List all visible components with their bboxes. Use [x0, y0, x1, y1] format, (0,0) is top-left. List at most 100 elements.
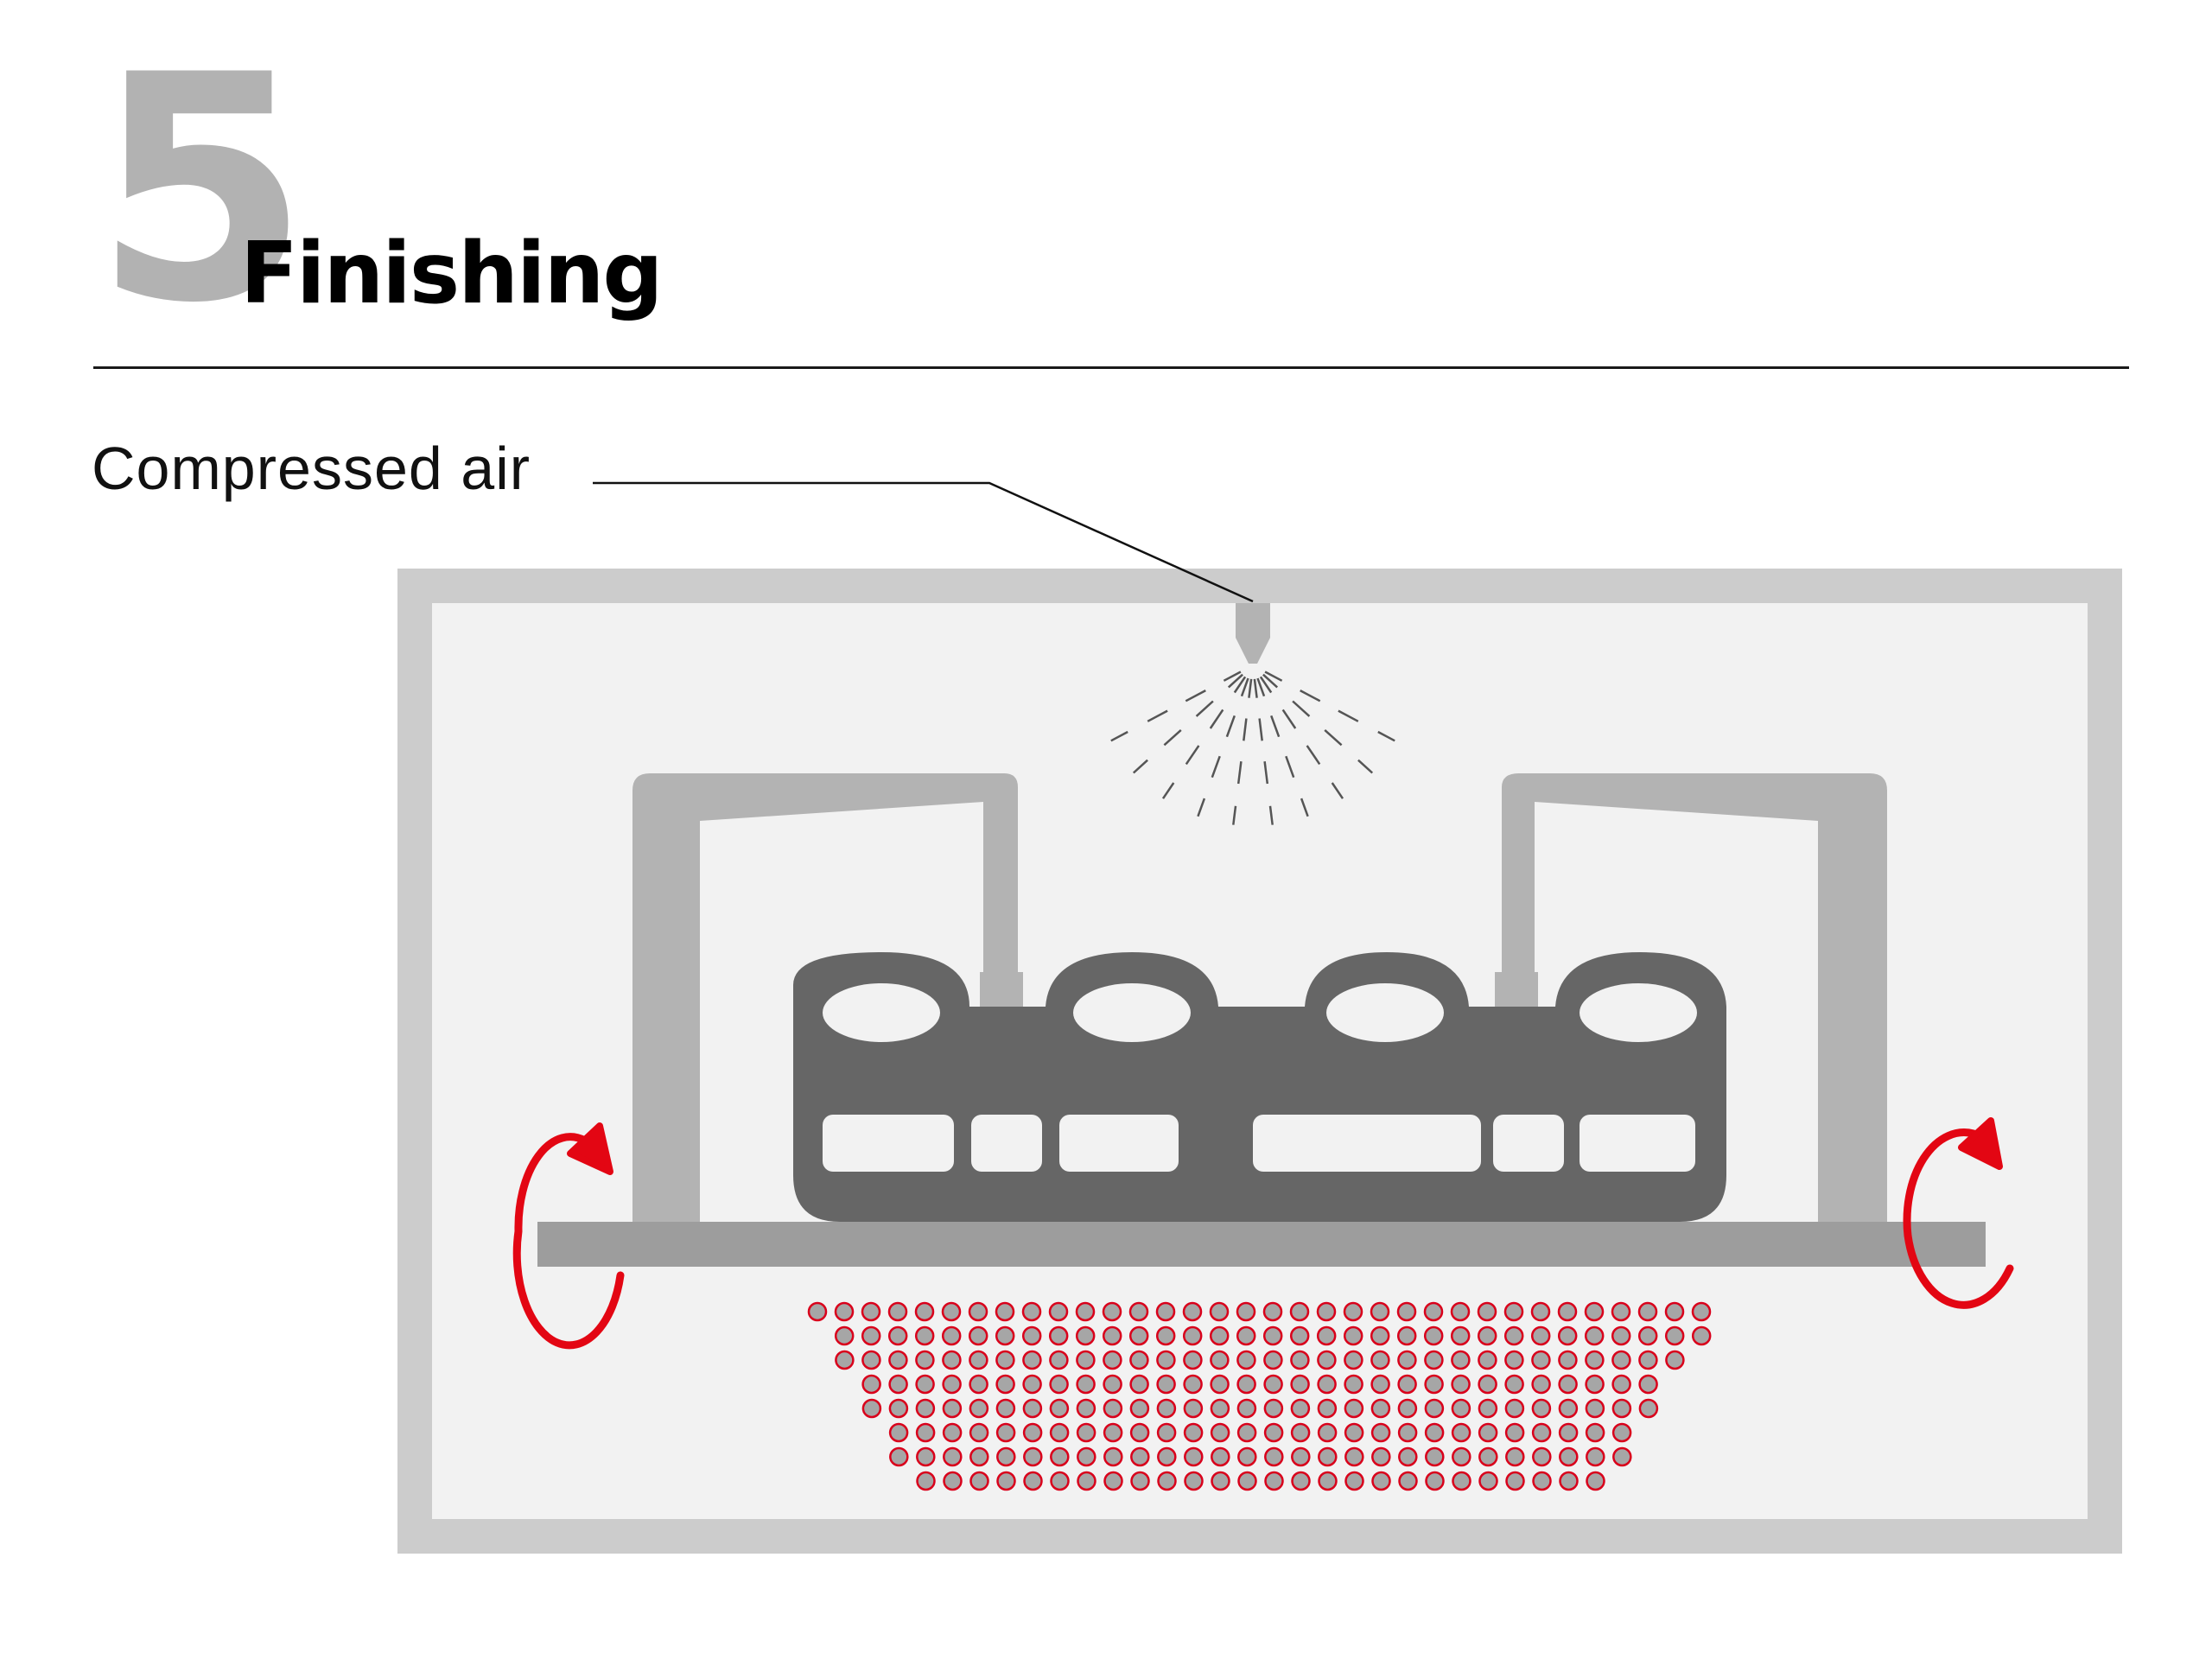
- media-bead: [1396, 1301, 1417, 1322]
- spray-dash: [1195, 700, 1214, 717]
- media-bead: [916, 1446, 936, 1467]
- media-bead: [1585, 1350, 1605, 1370]
- spray-dash: [1243, 718, 1248, 741]
- media-bead: [861, 1350, 881, 1370]
- media-bead: [1291, 1471, 1311, 1491]
- callout-leader-line: [593, 481, 1254, 603]
- media-bead: [1289, 1301, 1310, 1322]
- spray-dash: [1236, 761, 1243, 785]
- media-bead: [1291, 1446, 1311, 1467]
- media-bead: [995, 1301, 1015, 1322]
- media-bead: [1129, 1398, 1150, 1419]
- media-bead: [1611, 1301, 1631, 1322]
- media-bead: [1557, 1301, 1578, 1322]
- spray-dash: [1259, 676, 1273, 694]
- spray-dash: [1281, 709, 1297, 729]
- media-bead: [1183, 1350, 1203, 1370]
- media-bead: [969, 1374, 988, 1395]
- spray-dash: [1268, 805, 1274, 825]
- media-bead: [1237, 1471, 1257, 1491]
- media-bead: [1103, 1471, 1123, 1491]
- media-bead: [1156, 1422, 1177, 1443]
- media-bead: [1209, 1301, 1230, 1322]
- part-slot-3: [1059, 1115, 1179, 1172]
- media-bead: [1049, 1374, 1069, 1395]
- media-bead: [968, 1325, 988, 1346]
- media-bead: [1586, 1471, 1605, 1491]
- media-bead: [1076, 1422, 1096, 1443]
- spray-dash: [1331, 782, 1344, 799]
- media-bead: [1504, 1398, 1525, 1419]
- media-bead: [1103, 1350, 1122, 1370]
- media-bead: [1371, 1446, 1391, 1467]
- media-bead: [1344, 1374, 1363, 1395]
- media-bead: [1210, 1374, 1230, 1395]
- step-title: Finishing: [240, 225, 664, 323]
- media-bead: [888, 1350, 908, 1370]
- spray-dash: [1197, 798, 1206, 817]
- media-bead: [1425, 1446, 1445, 1467]
- media-bead: [1558, 1350, 1578, 1370]
- spray-dash: [1338, 709, 1359, 722]
- media-bead: [1103, 1398, 1123, 1419]
- part-bore-3: [1326, 983, 1444, 1042]
- media-bead: [1478, 1374, 1497, 1395]
- media-bead: [1049, 1350, 1069, 1370]
- media-bead: [915, 1374, 935, 1395]
- media-bead: [1262, 1325, 1283, 1346]
- media-bead: [1129, 1374, 1149, 1395]
- media-bead: [995, 1325, 1015, 1346]
- printed-part: [793, 952, 1726, 1222]
- media-bead: [1424, 1374, 1444, 1395]
- media-bead: [1049, 1422, 1070, 1443]
- media-bead: [1611, 1325, 1631, 1346]
- media-bead: [1156, 1374, 1176, 1395]
- media-bead: [1611, 1350, 1631, 1370]
- media-bead: [1451, 1350, 1471, 1370]
- media-bead: [1343, 1301, 1363, 1322]
- media-bead: [1637, 1301, 1658, 1322]
- media-bead: [1532, 1446, 1552, 1467]
- right-fixture-clamp: [1495, 972, 1538, 1007]
- media-bead: [1478, 1398, 1498, 1419]
- media-bead: [1156, 1350, 1176, 1370]
- media-bead: [1531, 1350, 1551, 1370]
- spray-dash: [1357, 759, 1374, 774]
- spray-dash: [1253, 678, 1258, 698]
- media-bead: [1450, 1301, 1471, 1322]
- media-bead: [1021, 1301, 1042, 1322]
- media-bead: [916, 1471, 936, 1491]
- media-bead: [1477, 1301, 1497, 1322]
- media-bead: [1130, 1471, 1150, 1491]
- media-bead: [1370, 1301, 1390, 1322]
- media-bead: [1262, 1301, 1283, 1322]
- media-bead: [1451, 1374, 1471, 1395]
- media-bead: [1264, 1471, 1284, 1491]
- spray-dash: [1185, 745, 1200, 766]
- media-bead: [1183, 1374, 1203, 1395]
- media-bead: [1611, 1422, 1632, 1443]
- media-bead: [1396, 1325, 1417, 1346]
- media-bead: [1211, 1446, 1230, 1467]
- left-fixture-clamp: [980, 972, 1023, 1007]
- media-bead: [1317, 1350, 1337, 1370]
- media-bead: [1022, 1422, 1043, 1443]
- spray-dash: [1161, 782, 1175, 799]
- media-bead: [1344, 1350, 1363, 1370]
- media-bead: [835, 1350, 855, 1370]
- media-bead: [1452, 1471, 1471, 1491]
- part-slot-6: [1580, 1115, 1695, 1172]
- part-slot-2: [971, 1115, 1042, 1172]
- media-bead: [1638, 1374, 1658, 1395]
- media-bead: [1530, 1325, 1551, 1346]
- media-bead: [1210, 1398, 1230, 1419]
- media-bead: [1665, 1350, 1685, 1370]
- media-bead: [1423, 1325, 1444, 1346]
- media-bead: [1586, 1446, 1605, 1467]
- media-bead: [1318, 1471, 1338, 1491]
- media-bead: [861, 1374, 881, 1395]
- media-bead: [1048, 1325, 1069, 1346]
- media-bead: [1531, 1398, 1552, 1419]
- spray-dash: [1233, 676, 1247, 694]
